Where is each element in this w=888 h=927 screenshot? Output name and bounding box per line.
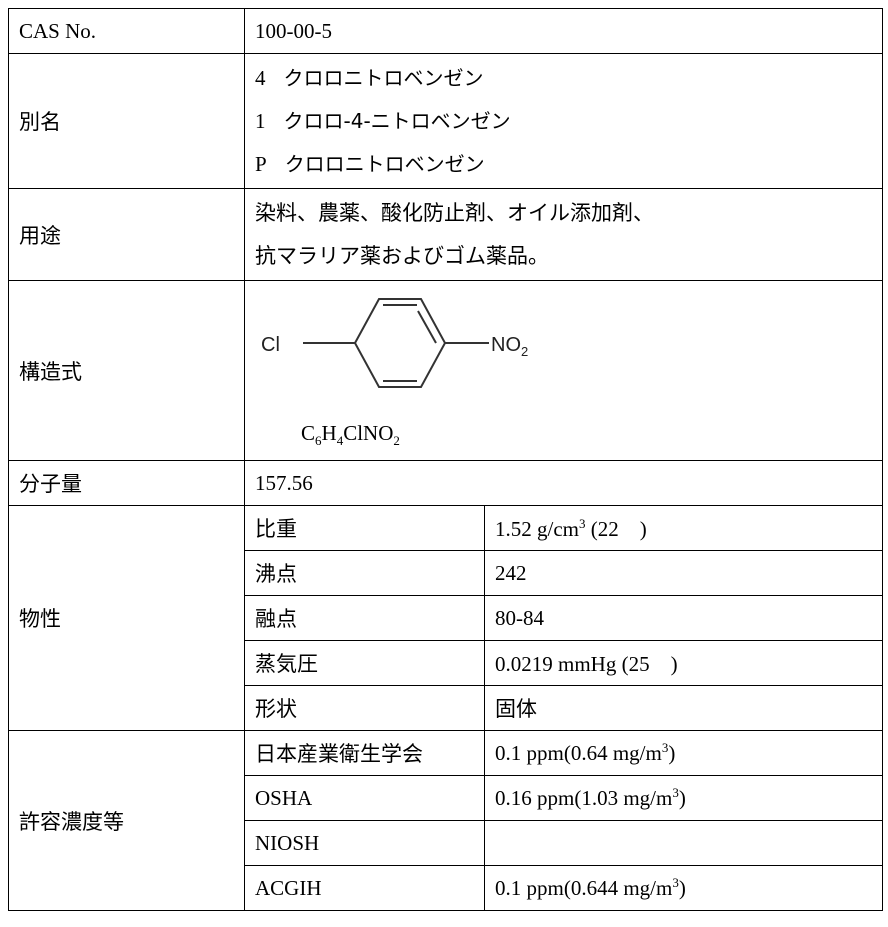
row-uses: 用途 染料、農薬、酸化防止剤、オイル添加剤、 抗マラリア薬およびゴム薬品。: [8, 188, 883, 281]
nitro-label: NO2: [491, 334, 528, 359]
limit-value: 0.1 ppm(0.64 mg/m3): [484, 730, 883, 776]
prop-value: 1.52 g/cm3 (22 ): [484, 505, 883, 551]
molecular-formula: C6H4ClNO2: [301, 421, 400, 449]
limit-value: 0.1 ppm(0.644 mg/m3): [484, 865, 883, 911]
row-prop-bp: 沸点 242: [9, 550, 883, 596]
top-cropped-text: [0, 0, 888, 8]
mw-value: 157.56: [244, 460, 883, 506]
mw-label: 分子量: [8, 460, 245, 506]
row-structure: 構造式 Cl NO2 C6H4ClNO2: [8, 280, 883, 461]
prop-value: 242: [484, 550, 883, 596]
limit-org: ACGIH: [244, 865, 485, 911]
row-prop-density: 物性 比重 1.52 g/cm3 (22 ): [8, 505, 883, 731]
prop-name: 融点: [244, 595, 485, 641]
prop-name: 形状: [244, 685, 485, 731]
prop-name: 比重: [244, 505, 485, 551]
limits-label: 許容濃度等: [8, 730, 245, 911]
prop-value: 0.0219 mmHg (25 ): [484, 640, 883, 686]
limit-org: OSHA: [244, 775, 485, 821]
row-limit-jsoh: 許容濃度等 日本産業衛生学会 0.1 ppm(0.64 mg/m3): [8, 730, 883, 911]
prop-value: 固体: [484, 685, 883, 731]
prop-value: 80-84: [484, 595, 883, 641]
structure-cell: Cl NO2 C6H4ClNO2: [244, 280, 883, 461]
row-limit-osha: OSHA 0.16 ppm(1.03 mg/m3): [9, 775, 883, 821]
row-limit-niosh: NIOSH: [9, 820, 883, 866]
limit-value: 0.16 ppm(1.03 mg/m3): [484, 775, 883, 821]
row-prop-mp: 融点 80-84: [9, 595, 883, 641]
row-prop-vp: 蒸気圧 0.0219 mmHg (25 ): [9, 640, 883, 686]
prop-name: 沸点: [244, 550, 485, 596]
row-cas: CAS No. 100-00-5: [8, 8, 883, 54]
limit-org: 日本産業衛生学会: [244, 730, 485, 776]
cas-value: 100-00-5: [244, 8, 883, 54]
structure-diagram: Cl NO2 C6H4ClNO2: [255, 281, 882, 459]
limit-org: NIOSH: [244, 820, 485, 866]
structure-label: 構造式: [8, 280, 245, 461]
chlorine-label: Cl: [261, 334, 280, 356]
cas-label: CAS No.: [8, 8, 245, 54]
prop-name: 蒸気圧: [244, 640, 485, 686]
row-limit-acgih: ACGIH 0.1 ppm(0.644 mg/m3): [9, 865, 883, 911]
row-mw: 分子量 157.56: [8, 460, 883, 506]
props-label: 物性: [8, 505, 245, 731]
aliases-label: 別名: [8, 53, 245, 189]
uses-text: 染料、農薬、酸化防止剤、オイル添加剤、 抗マラリア薬およびゴム薬品。: [244, 188, 883, 281]
limit-value: [484, 820, 883, 866]
row-prop-form: 形状 固体: [9, 685, 883, 731]
benzene-ring-diagram: Cl NO2: [261, 298, 528, 388]
uses-label: 用途: [8, 188, 245, 281]
